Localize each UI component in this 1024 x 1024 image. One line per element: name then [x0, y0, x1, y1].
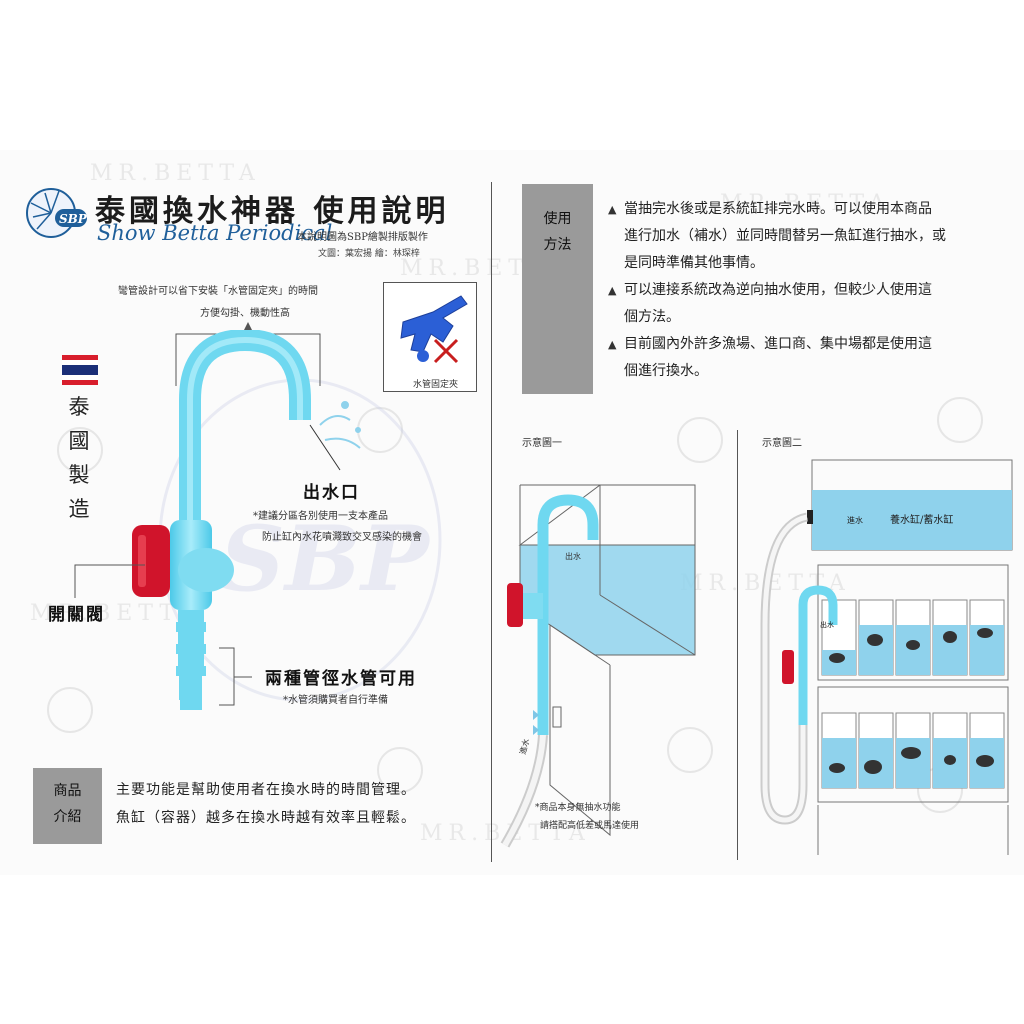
diagram2-illustration: 進水 養水缸/蓄水缸 出水 — [760, 459, 1013, 855]
watermark-text: MR.BETTA — [720, 191, 891, 216]
intro-line1: 主要功能是幫助使用者在換水時的時間管理。 — [116, 782, 416, 798]
usage-item: ▲可以連接系統改為逆向抽水使用，但較少人使用這 — [608, 277, 946, 304]
intro-label-line: 商品 — [53, 783, 82, 799]
outlet-note2: 防止缸內水花噴濺致交叉感染的機會 — [262, 532, 422, 543]
diagram2-inlet-label: 進水 — [847, 515, 863, 525]
watermark-seal — [667, 727, 713, 773]
usage-label-box: 使用 方法 — [522, 184, 593, 394]
hose-clip-image — [383, 282, 477, 392]
origin-char: 泰 — [68, 395, 90, 419]
watermark-seal — [677, 417, 723, 463]
diagram1-inlet-label: 進水 — [517, 737, 531, 755]
valve-label: 開關閥 — [48, 605, 105, 625]
watermark-seal — [47, 687, 93, 733]
usage-item: ▲當抽完水後或是系統缸排完水時。可以使用本商品 — [608, 196, 946, 223]
triangle-bullet-icon: ▲ — [608, 338, 617, 351]
triangle-bullet-icon: ▲ — [608, 203, 617, 216]
usage-item-cont: 進行加水（補水）並同時間替另一魚缸進行抽水，或 — [624, 228, 946, 244]
bend-callout-line1: 彎管設計可以省下安裝「水管固定夾」的時間 — [118, 286, 318, 297]
diagram-divider — [737, 430, 738, 860]
diagram1-illustration: 出水 進水 — [500, 484, 696, 848]
water-changer-product — [132, 330, 361, 710]
hose-bracket — [219, 647, 252, 706]
watermark-text: MR.BETTA — [90, 161, 261, 186]
tank-label: 養水缸/蓄水缸 — [890, 513, 953, 526]
origin-char: 國 — [68, 429, 90, 453]
origin-char: 造 — [68, 497, 90, 521]
watermark-seal — [937, 397, 983, 443]
sbp-logo: SBP — [26, 188, 88, 238]
credit-authors: 文圖：葉宏揚 繪：林琛梓 — [318, 249, 420, 259]
intro-label-box: 商品 介紹 — [33, 768, 102, 844]
origin-char: 製 — [68, 463, 90, 487]
bend-callout-line2: 方便勾掛、機動性高 — [200, 308, 290, 319]
credit-note: 本說明圖為SBP繪製排版製作 — [297, 232, 428, 243]
diagram1-title: 示意圖一 — [522, 438, 562, 449]
diagram2-title: 示意圖二 — [762, 438, 802, 449]
valve-leader-line — [74, 564, 145, 598]
page-title: 泰國換水神器 使用說明 — [95, 194, 450, 229]
logo-text: SBP — [59, 212, 88, 226]
hose-title: 兩種管徑水管可用 — [265, 669, 417, 689]
thai-flag-icon — [62, 355, 98, 385]
diagram1-note2: 請搭配高低差或馬達使用 — [540, 821, 640, 831]
usage-item: ▲目前國內外許多漁場、進口商、集中場都是使用這 — [608, 331, 946, 358]
intro-label-line: 介紹 — [53, 809, 82, 825]
diagram1-outlet-label: 出水 — [565, 551, 581, 561]
clip-label: 水管固定夾 — [413, 380, 459, 390]
outlet-note1: *建議分區各別使用一支本產品 — [253, 511, 388, 522]
usage-item-cont: 是同時準備其他事情。 — [624, 255, 764, 271]
column-divider — [491, 182, 492, 862]
watermark-seal — [377, 747, 423, 793]
diagram1-valve-icon — [507, 583, 523, 627]
usage-item-cont: 個方法。 — [624, 309, 680, 325]
made-in-thailand: 泰 國 製 造 — [64, 390, 94, 526]
usage-label-line: 方法 — [543, 237, 572, 253]
watermark-text: MR.BETTA — [30, 601, 201, 626]
usage-label-line: 使用 — [543, 211, 572, 227]
usage-item-cont: 個進行換水。 — [624, 363, 708, 379]
usage-list: ▲當抽完水後或是系統缸排完水時。可以使用本商品 進行加水（補水）並同時間替另一魚… — [608, 196, 946, 385]
watermark-seal — [57, 427, 103, 473]
diagram1-note1: *商品本身無抽水功能 — [535, 803, 621, 813]
diagram2-outlet-label: 出水 — [820, 620, 834, 629]
intro-line2: 魚缸（容器）越多在換水時越有效率且輕鬆。 — [116, 810, 416, 826]
hose-note: *水管須購買者自行準備 — [283, 695, 388, 706]
diagram2-valve-icon — [782, 650, 794, 684]
outlet-title: 出水口 — [303, 483, 360, 503]
watermark-logo-text: SBP — [220, 506, 431, 612]
triangle-bullet-icon: ▲ — [608, 284, 617, 297]
brand-name: Show Betta Periodical — [97, 221, 333, 245]
